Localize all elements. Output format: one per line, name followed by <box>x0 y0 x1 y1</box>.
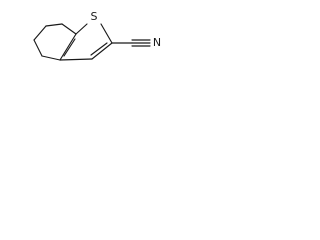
bond-c2-c3-double <box>90 42 108 56</box>
bond-s-c2 <box>100 23 113 44</box>
nitrogen-atom-label: N <box>153 36 161 49</box>
bond-c7a-s <box>75 23 88 35</box>
bond-c3-c3a <box>59 58 93 61</box>
bond-c3a-c7a-double <box>63 38 76 57</box>
molecule-structure: S N <box>33 10 161 61</box>
bond-c7a-c7 <box>61 23 77 35</box>
bond-c6-c5 <box>33 25 47 41</box>
bond-c7-c6 <box>45 23 63 27</box>
bond-c2-c3 <box>91 42 113 60</box>
bond-c5-c4 <box>33 39 43 57</box>
sulfur-atom-label: S <box>91 10 98 23</box>
thiophene-ring <box>59 23 113 61</box>
bond-c3a-c7a <box>59 33 77 61</box>
cyclohexene-ring <box>33 23 77 61</box>
nitrile-group <box>111 39 151 47</box>
bond-c4-c3a <box>41 55 61 61</box>
